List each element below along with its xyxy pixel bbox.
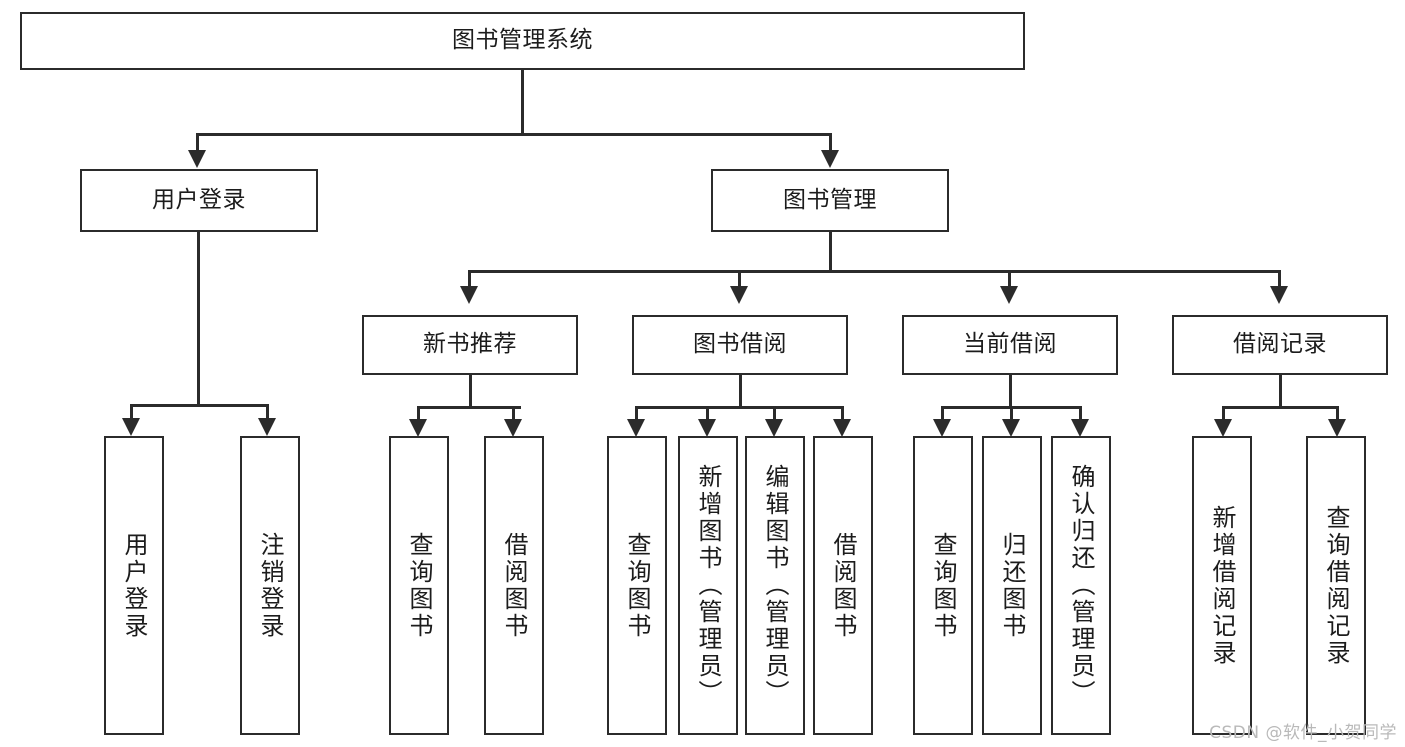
connector-current-borrow-stem	[1009, 375, 1012, 409]
arrowhead-borrow-record	[1270, 286, 1288, 304]
leaf-logout-label: 注销登录	[256, 531, 284, 640]
connector-bb-drop-3	[773, 406, 776, 420]
leaf-query-book-3[interactable]: 查询图书	[913, 436, 973, 735]
connector-level2-bus	[196, 133, 832, 136]
node-user-login[interactable]: 用户登录	[80, 169, 318, 232]
leaf-query-record-label: 查询借阅记录	[1322, 504, 1350, 667]
node-root-label: 图书管理系统	[452, 27, 593, 54]
leaf-confirm-return[interactable]: 确认归还（管理员）	[1051, 436, 1111, 735]
connector-user-login-drop-2	[266, 404, 269, 420]
node-book-manage[interactable]: 图书管理	[711, 169, 949, 232]
connector-bb-drop-1	[635, 406, 638, 420]
leaf-add-record[interactable]: 新增借阅记录	[1192, 436, 1252, 735]
leaf-borrow-book-1[interactable]: 借阅图书	[484, 436, 544, 735]
connector-nbr-drop-1	[417, 406, 420, 420]
leaf-query-book-1-label: 查询图书	[405, 531, 433, 640]
connector-bb-drop-2	[706, 406, 709, 420]
leaf-query-book-2[interactable]: 查询图书	[607, 436, 667, 735]
arrowhead-book-borrow	[730, 286, 748, 304]
node-user-login-label: 用户登录	[152, 186, 246, 213]
connector-cb-drop-2	[1010, 406, 1013, 420]
connector-user-login-stem	[197, 232, 200, 406]
arrowhead-leaf-user-login	[122, 418, 140, 436]
node-borrow-record[interactable]: 借阅记录	[1172, 315, 1388, 375]
arrowhead-leaf-logout	[258, 418, 276, 436]
arrowhead-user-login	[188, 150, 206, 168]
leaf-edit-book[interactable]: 编辑图书（管理员）	[745, 436, 805, 735]
leaf-add-book-label: 新增图书（管理员）	[694, 464, 722, 707]
leaf-return-book[interactable]: 归还图书	[982, 436, 1042, 735]
leaf-user-login-label: 用户登录	[120, 531, 148, 640]
connector-to-borrow-record	[1278, 270, 1281, 288]
leaf-add-record-label: 新增借阅记录	[1208, 504, 1236, 667]
leaf-return-book-label: 归还图书	[998, 531, 1026, 640]
connector-br-drop-1	[1222, 406, 1225, 420]
connector-book-manage-bus	[468, 270, 1280, 273]
leaf-borrow-book-2[interactable]: 借阅图书	[813, 436, 873, 735]
arrowhead-leaf-confirm-return	[1071, 419, 1089, 437]
connector-borrow-record-stem	[1279, 375, 1282, 409]
connector-to-current-borrow	[1008, 270, 1011, 288]
connector-book-borrow-stem	[739, 375, 742, 409]
arrowhead-leaf-query-record	[1328, 419, 1346, 437]
arrowhead-leaf-query-book-2	[627, 419, 645, 437]
arrowhead-current-borrow	[1000, 286, 1018, 304]
leaf-query-book-2-label: 查询图书	[623, 531, 651, 640]
node-current-borrow[interactable]: 当前借阅	[902, 315, 1118, 375]
connector-book-manage-stem	[829, 232, 832, 272]
leaf-logout[interactable]: 注销登录	[240, 436, 300, 735]
connector-cb-drop-3	[1079, 406, 1082, 420]
connector-book-borrow-bus	[635, 406, 843, 409]
arrowhead-leaf-query-book-3	[933, 419, 951, 437]
connector-bb-drop-4	[841, 406, 844, 420]
node-book-borrow-label: 图书借阅	[693, 331, 787, 358]
connector-user-login-drop-1	[130, 404, 133, 420]
arrowhead-leaf-borrow-book-2	[833, 419, 851, 437]
node-new-book-rec-label: 新书推荐	[423, 331, 517, 358]
connector-root-stem	[521, 70, 524, 134]
connector-br-drop-2	[1336, 406, 1339, 420]
leaf-user-login[interactable]: 用户登录	[104, 436, 164, 735]
leaf-borrow-book-2-label: 借阅图书	[829, 531, 857, 640]
leaf-confirm-return-label: 确认归还（管理员）	[1067, 464, 1095, 707]
arrowhead-book-manage	[821, 150, 839, 168]
arrowhead-leaf-add-book	[698, 419, 716, 437]
connector-borrow-record-bus	[1222, 406, 1339, 409]
arrowhead-leaf-add-record	[1214, 419, 1232, 437]
leaf-borrow-book-1-label: 借阅图书	[500, 531, 528, 640]
node-root[interactable]: 图书管理系统	[20, 12, 1025, 70]
node-book-manage-label: 图书管理	[783, 186, 877, 213]
connector-nbr-drop-2	[512, 406, 515, 420]
connector-cb-drop-1	[941, 406, 944, 420]
csdn-watermark: CSDN @软件_小贺同学	[1209, 723, 1397, 743]
arrowhead-leaf-borrow-book-1	[504, 419, 522, 437]
connector-to-book-borrow	[738, 270, 741, 288]
connector-user-login-bus	[130, 404, 268, 407]
node-borrow-record-label: 借阅记录	[1233, 331, 1327, 358]
connector-new-book-rec-stem	[469, 375, 472, 409]
connector-to-user-login	[196, 133, 199, 153]
leaf-query-book-3-label: 查询图书	[929, 531, 957, 640]
connector-to-book-manage	[829, 133, 832, 153]
leaf-query-book-1[interactable]: 查询图书	[389, 436, 449, 735]
arrowhead-new-book-rec	[460, 286, 478, 304]
arrowhead-leaf-query-book-1	[409, 419, 427, 437]
arrowhead-leaf-return-book	[1002, 419, 1020, 437]
leaf-query-record[interactable]: 查询借阅记录	[1306, 436, 1366, 735]
connector-new-book-rec-bus	[417, 406, 521, 409]
arrowhead-leaf-edit-book	[765, 419, 783, 437]
leaf-add-book[interactable]: 新增图书（管理员）	[678, 436, 738, 735]
node-new-book-rec[interactable]: 新书推荐	[362, 315, 578, 375]
connector-to-new-book-rec	[468, 270, 471, 288]
node-book-borrow[interactable]: 图书借阅	[632, 315, 848, 375]
leaf-edit-book-label: 编辑图书（管理员）	[761, 464, 789, 707]
node-current-borrow-label: 当前借阅	[963, 331, 1057, 358]
